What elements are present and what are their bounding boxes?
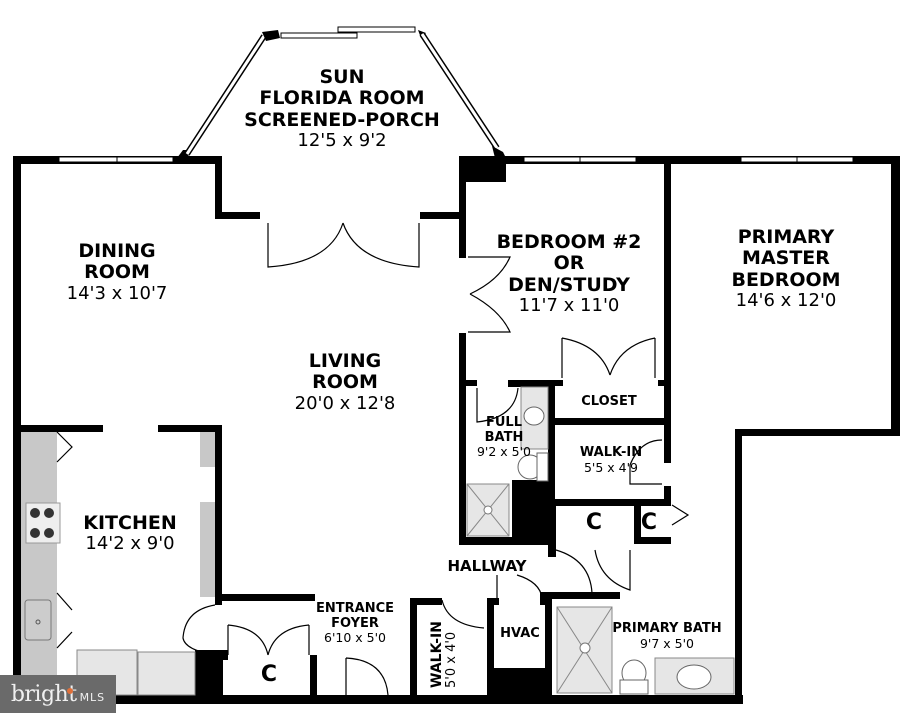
room-label-dining-room: DINING ROOM 14'3 x 10'7 — [66, 240, 168, 304]
room-label-living-room: LIVING ROOM 20'0 x 12'8 — [294, 350, 396, 414]
doors — [182, 222, 690, 696]
room-label-sun-room: SUN FLORIDA ROOM SCREENED-PORCH 12'5 x 9… — [244, 66, 440, 151]
room-label-closet: CLOSET — [581, 394, 637, 409]
closet-label-c-small: C — [640, 510, 658, 535]
sun-room-bay — [177, 26, 506, 158]
kitchen-fixtures — [21, 431, 215, 696]
closet-label-c-foyer: C — [260, 662, 278, 687]
room-label-kitchen: KITCHEN 14'2 x 9'0 — [83, 512, 177, 555]
room-label-primary-bedroom: PRIMARY MASTER BEDROOM 14'6 x 12'0 — [731, 226, 841, 311]
room-label-full-bath: FULL BATH 9'2 x 5'0 — [476, 415, 532, 460]
watermark-accent-dot — [66, 687, 73, 694]
bath-fixtures — [466, 386, 735, 695]
room-label-bedroom-2: BEDROOM #2 OR DEN/STUDY 11'7 x 11'0 — [496, 231, 642, 316]
room-label-entrance-foyer: ENTRANCE FOYER 6'10 x 5'0 — [316, 601, 394, 646]
bright-mls-watermark: bright MLS — [0, 675, 116, 713]
room-label-hvac: HVAC — [500, 626, 540, 641]
room-label-primary-bath: PRIMARY BATH 9'7 x 5'0 — [612, 621, 722, 651]
watermark-brand: bright — [10, 681, 77, 707]
windows — [58, 156, 854, 163]
watermark-suffix: MLS — [79, 690, 106, 704]
closet-label-c-hall: C — [585, 510, 603, 535]
room-label-walk-in-primary: WALK-IN 5'5 x 4'9 — [579, 445, 643, 475]
room-label-hallway: HALLWAY — [447, 557, 527, 575]
room-label-walk-in-hall: WALK-IN 5'0 x 4'0 — [429, 621, 460, 688]
